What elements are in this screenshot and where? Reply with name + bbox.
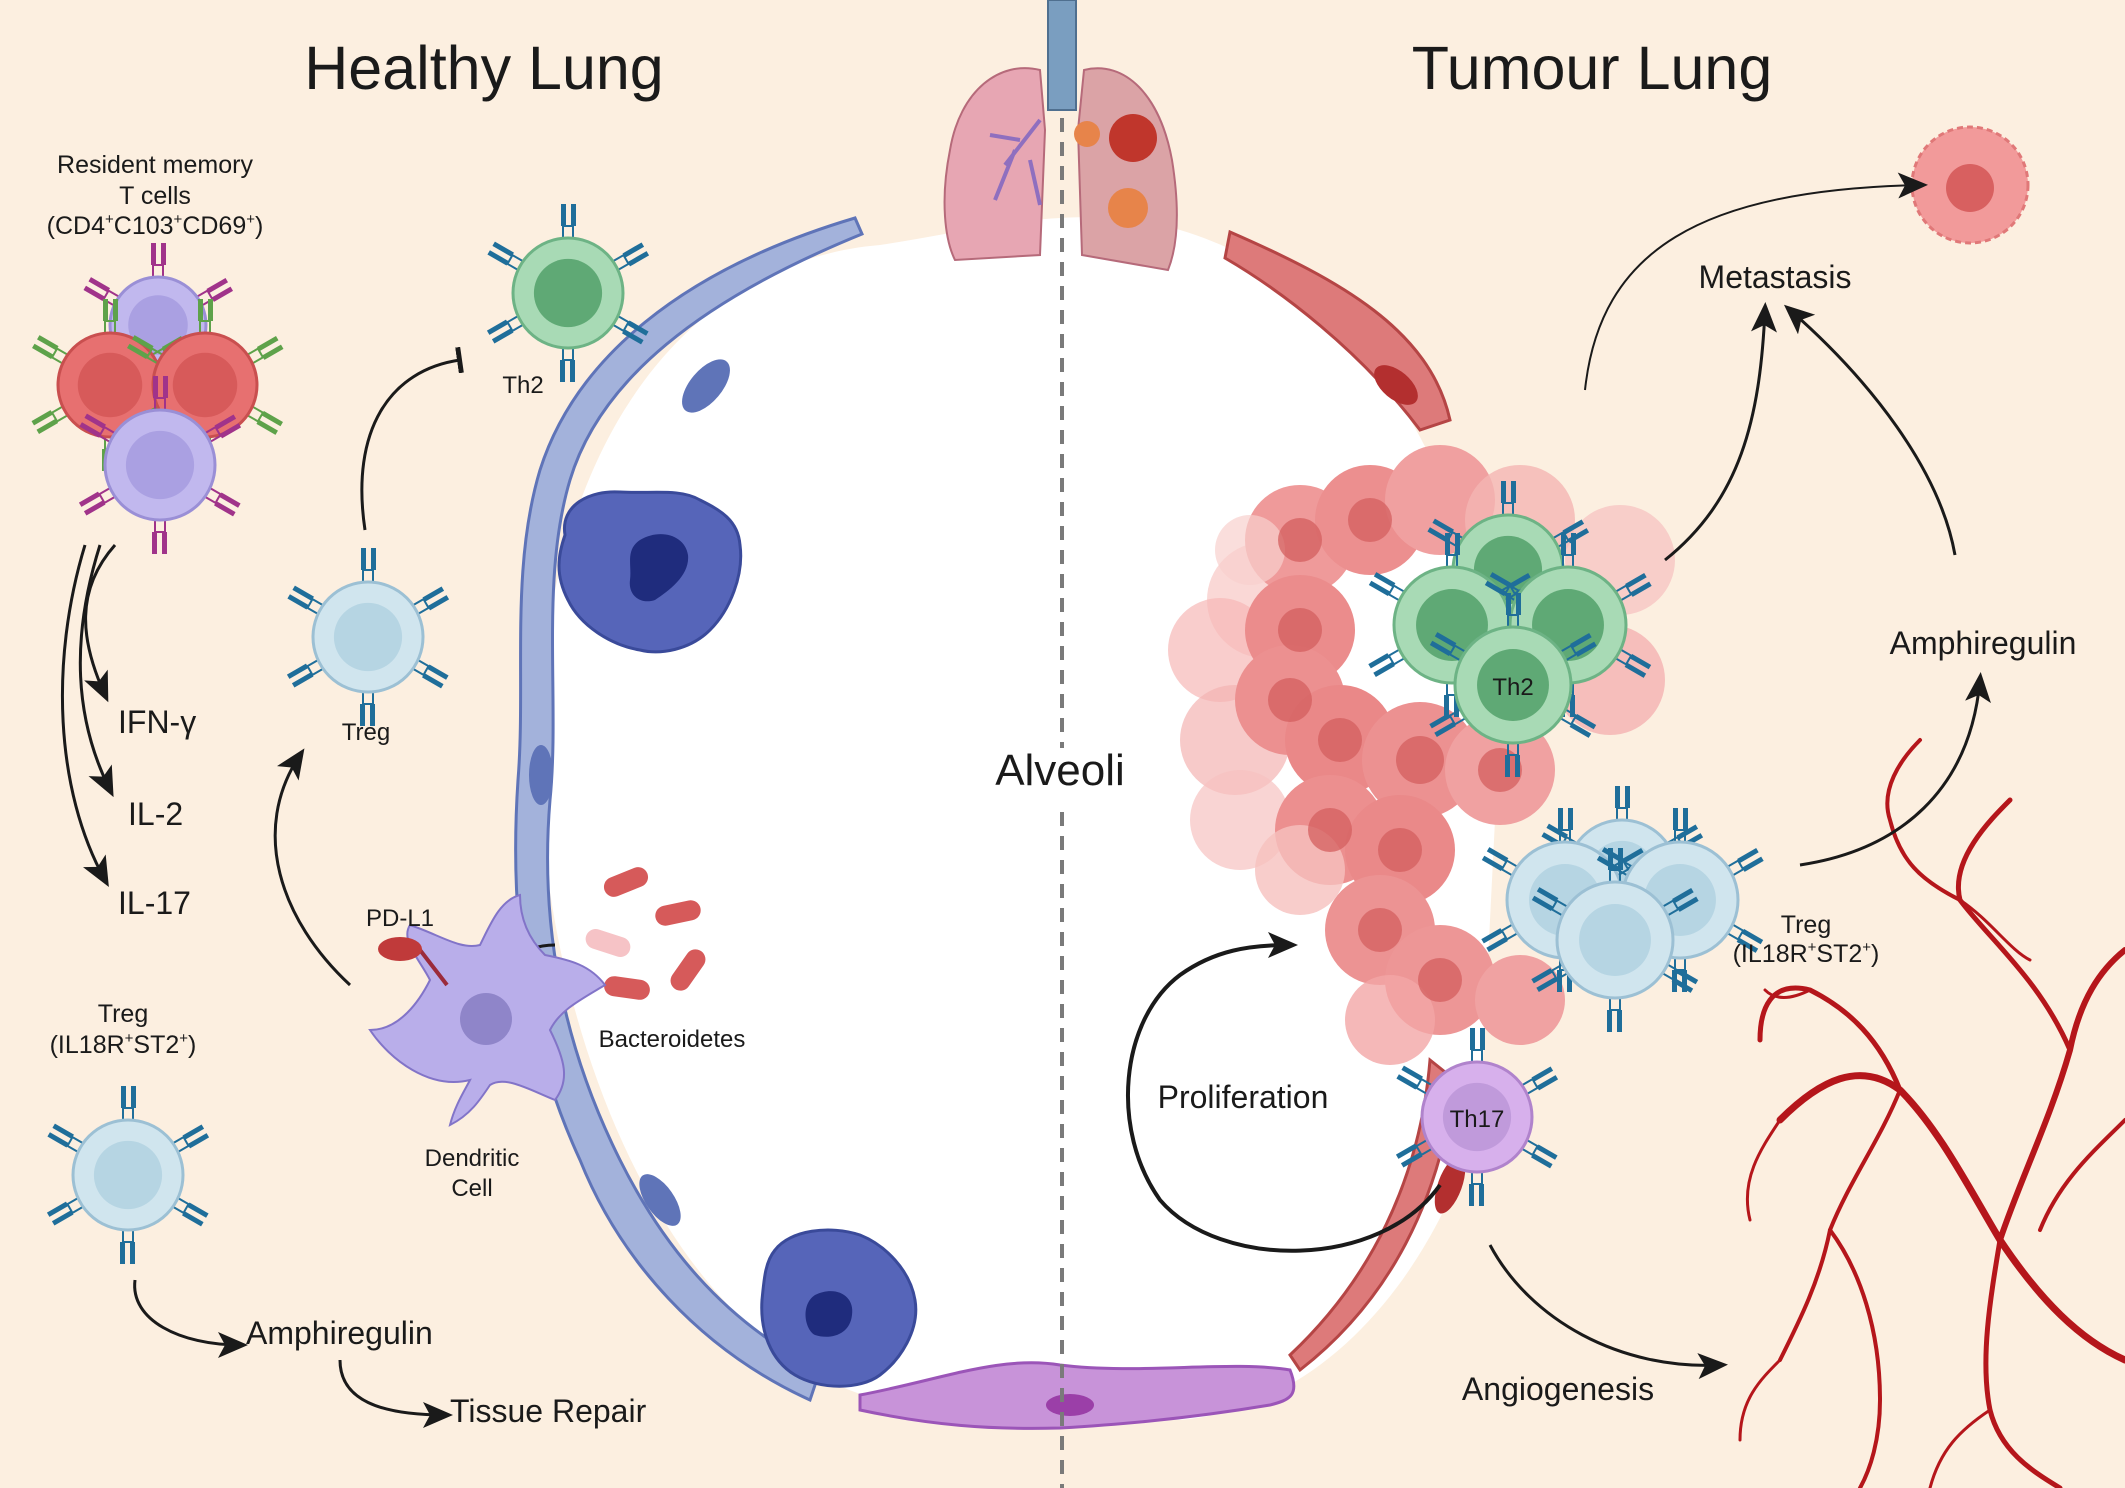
label-treg-mid: Treg xyxy=(342,719,390,746)
epithelium-nucleus xyxy=(1374,365,1418,405)
epithelium-nucleus xyxy=(1434,1156,1466,1214)
blood-vessels xyxy=(1738,738,2125,1488)
treg-cell-tumour xyxy=(1531,848,1699,1032)
label-trm-markers: (CD4+C103+CD69+) xyxy=(47,211,264,240)
arrow-dc-treg xyxy=(273,748,352,987)
epithelium-nucleus xyxy=(1046,1394,1094,1416)
dendritic-cell xyxy=(368,893,607,1127)
tcr-receptor-icon xyxy=(1429,708,1467,738)
tumour-mass xyxy=(1168,445,1675,1065)
arrows-right xyxy=(1126,172,1991,1380)
label-dendritic-line2: Cell xyxy=(451,1175,492,1202)
label-il-2: IL-2 xyxy=(128,796,183,832)
arrow-th2-metastasis xyxy=(1664,302,1777,562)
label-dendritic-line1: Dendritic xyxy=(425,1145,520,1172)
label-th17: Th17 xyxy=(1450,1106,1505,1133)
epithelium-left xyxy=(514,216,864,1403)
th2-cell-left xyxy=(486,204,650,382)
title-tumour-lung: Tumour Lung xyxy=(1412,34,1773,102)
label-bacteroidetes: Bacteroidetes xyxy=(599,1026,746,1053)
label-metastasis: Metastasis xyxy=(1699,259,1852,295)
pd-l1-receptor xyxy=(378,937,449,987)
label-alveoli: Alveoli xyxy=(995,746,1125,795)
bacteroidetes-cluster xyxy=(585,867,706,1000)
tcr-receptor-icon xyxy=(31,405,69,435)
epithelium-nucleus xyxy=(639,1174,681,1226)
label-pd-l1: PD-L1 xyxy=(366,905,434,932)
label-amphiregulin-right: Amphiregulin xyxy=(1890,625,2077,661)
arrow-treg-amphiregulin xyxy=(133,1279,248,1358)
label-ifn-gamma: IFN-γ xyxy=(118,704,196,740)
inhibition-treg-th2 xyxy=(360,346,464,531)
treg-cell-left xyxy=(46,1086,210,1264)
arrow-to-metastasis-cell xyxy=(1584,172,1928,391)
epithelium-nucleus xyxy=(682,359,730,413)
metastatic-cell xyxy=(1910,125,2030,245)
title-healthy-lung: Healthy Lung xyxy=(304,34,663,102)
label-treg-right: Treg xyxy=(1781,911,1831,939)
label-amphiregulin-left: Amphiregulin xyxy=(246,1315,433,1351)
tcr-receptor-icon xyxy=(486,314,525,344)
label-treg-left-markers: (IL18R+ST2+) xyxy=(50,1030,197,1059)
label-proliferation: Proliferation xyxy=(1158,1079,1329,1115)
arrow-trm-il17 xyxy=(60,544,109,887)
th2-cell-tumour xyxy=(1429,593,1597,777)
label-th2-left: Th2 xyxy=(502,372,543,399)
arrows-left xyxy=(60,346,556,1428)
trm-cell xyxy=(78,376,242,554)
label-angiogenesis: Angiogenesis xyxy=(1462,1371,1654,1407)
label-th2-tumour: Th2 xyxy=(1492,674,1533,701)
arrow-amphiregulin-metastasis xyxy=(1783,304,1957,556)
tcr-receptor-icon xyxy=(1614,648,1652,678)
treg-cell-mid xyxy=(286,548,450,726)
arrow-trm-ifng xyxy=(84,544,117,703)
epithelium-nucleus xyxy=(529,745,553,805)
label-il-17: IL-17 xyxy=(118,885,191,921)
label-trm-line2: T cells xyxy=(119,182,191,210)
trm-cell xyxy=(126,299,284,471)
alveolar-macrophage-upper xyxy=(557,490,743,654)
tcr-receptor-icon xyxy=(1661,963,1699,993)
label-tissue-repair: Tissue Repair xyxy=(450,1393,647,1429)
tcr-receptor-icon xyxy=(127,335,164,365)
th17-cell xyxy=(1395,1028,1559,1206)
lungs-icon xyxy=(943,0,1178,272)
label-trm-line1: Resident memory xyxy=(57,151,253,179)
label-treg-left: Treg xyxy=(98,1000,148,1028)
arrow-amphiregulin-repair xyxy=(338,1359,453,1428)
arrow-treg-amphiregulin-right xyxy=(1799,672,1991,867)
label-treg-right-markers: (IL18R+ST2+) xyxy=(1733,939,1880,968)
arrow-trm-il2 xyxy=(78,544,114,798)
alveolar-macrophage-lower xyxy=(760,1228,918,1388)
arrow-angiogenesis xyxy=(1488,1244,1728,1380)
arrow-proliferation xyxy=(1126,932,1442,1253)
